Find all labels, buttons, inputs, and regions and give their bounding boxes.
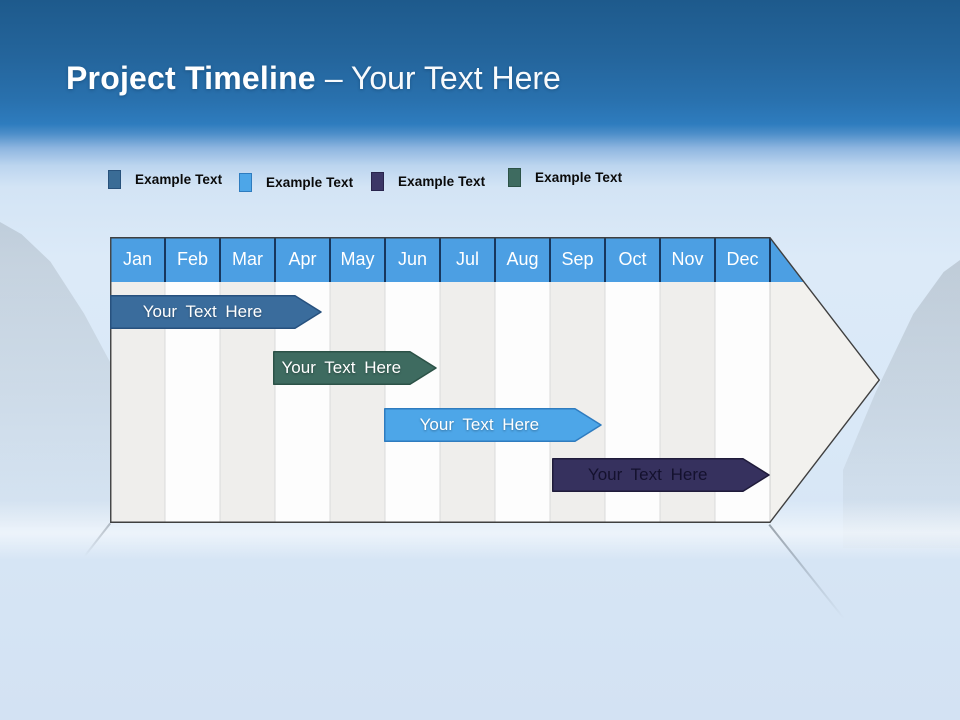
month-header-cell: May [340,249,375,269]
timeline-bar-label[interactable]: Your Text Here [587,465,708,484]
month-header-cell: Jan [122,249,153,269]
slide-title-placeholder[interactable]: – Your Text Here [324,60,561,96]
timeline-bar-label[interactable]: Your Text Here [419,415,540,434]
month-header-cell: Jul [455,249,479,269]
legend-item: Example Text [508,168,622,187]
legend-color-swatch [371,172,384,191]
timeline-bar[interactable]: Your Text Here [110,295,322,329]
month-header-row: Jan Feb Mar Apr May Jun Jul Aug Sep Oct Nov Dec [110,237,770,282]
legend-item-label[interactable]: Example Text [135,172,223,187]
month-header-cell: Sep [561,249,594,269]
timeline-bar[interactable]: Your Text Here [383,408,602,442]
slide-title-bold: Project Timeline [66,60,316,96]
legend-item-label[interactable]: Example Text [535,170,623,185]
timeline-bar[interactable]: Your Text Here [272,351,437,385]
arrow-reflection-line-left [83,522,111,558]
background-mountain-left [0,222,120,527]
timeline-arrow-chart [110,237,881,524]
timeline-bar-label[interactable]: Your Text Here [142,302,263,321]
month-header-cell: Aug [506,249,539,269]
month-header-cell: Feb [176,249,209,269]
month-header-cell: Apr [288,249,317,269]
legend-item-label[interactable]: Example Text [266,175,354,190]
month-header-cell: Oct [618,249,647,269]
slide-title[interactable]: Project Timeline– Your Text Here [66,58,561,102]
legend-item-label[interactable]: Example Text [398,174,486,189]
legend-item: Example Text [108,170,222,189]
arrow-reflection-line [768,524,845,620]
month-header-cell: Dec [726,249,759,269]
timeline-bar[interactable]: Your Text Here [552,458,770,492]
legend-color-swatch [108,170,121,189]
legend-item: Example Text [239,173,353,192]
month-header-cell: Mar [232,249,263,269]
legend-item: Example Text [371,172,485,191]
month-header-cell: Nov [671,249,704,269]
month-header-cell: Jun [397,249,428,269]
timeline-bar-label[interactable]: Your Text Here [281,358,402,377]
legend-color-swatch [508,168,521,187]
legend-color-swatch [239,173,252,192]
